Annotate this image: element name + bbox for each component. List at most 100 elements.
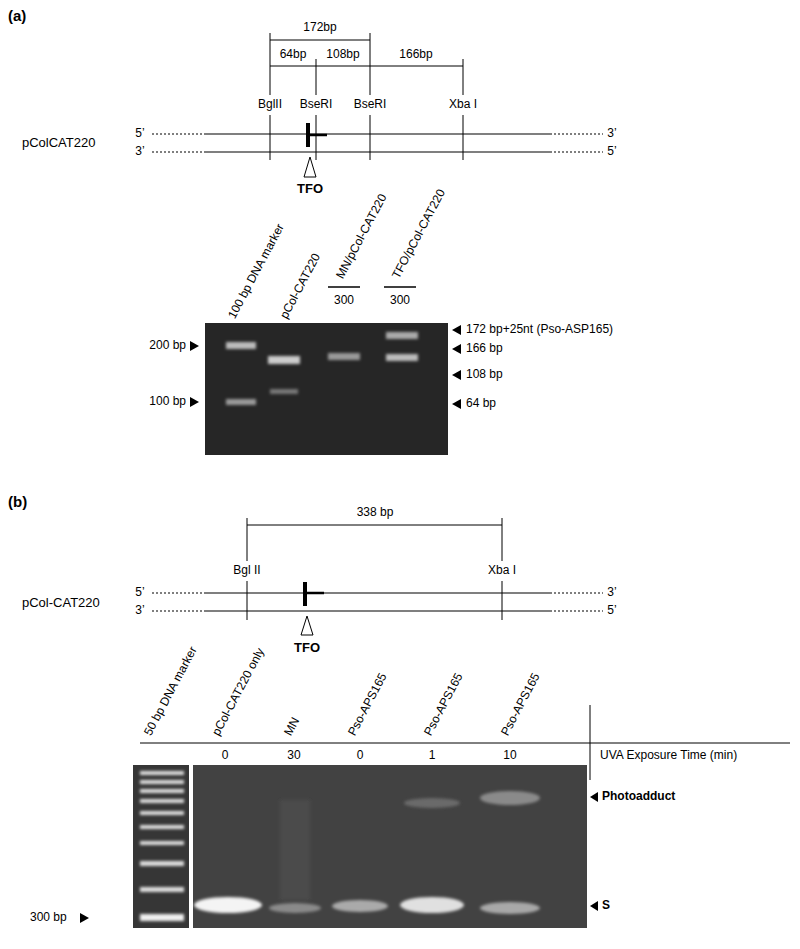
restriction-map [502,581,503,620]
restriction-map [316,59,317,95]
gel-image [140,861,184,866]
gel-image [226,342,256,349]
ladder-size: 300 bp [30,911,67,925]
restriction-map [370,115,371,160]
table-rule [590,705,591,780]
strand-end: 3’ [135,604,144,618]
panel-letter: (b) [8,493,27,510]
exposure-time: 0 [357,749,364,763]
pointer-arrow [452,370,461,380]
exposure-time: 1 [429,749,436,763]
gel-image [332,900,388,912]
pointer-arrow [590,901,598,911]
enzyme-label: Xba I [488,564,516,578]
tfo-label: TFO [297,182,323,197]
restriction-map [270,115,271,160]
dna-strand [550,592,603,593]
dna-strand [152,610,205,611]
dna-strand [205,133,550,134]
restriction-map [270,33,271,95]
dna-strand [152,593,603,611]
tfo-symbol [305,592,324,595]
band-label: Photoadduct [602,790,675,804]
gel-image [205,323,448,455]
gel-image [270,389,298,394]
axis-title: UVA Exposure Time (min) [600,749,737,763]
dna-strand [205,151,550,152]
band-label: S [602,899,610,913]
gel-image [140,914,184,921]
dimension-label: 172bp [303,21,336,35]
gel-image [133,765,587,928]
lane-value: 300 [334,294,354,308]
lane-label: MN [282,715,303,738]
dna-strand [550,133,603,134]
gel-image [140,887,184,892]
dna-strand [152,133,205,134]
dimension-label: 338 bp [357,506,394,520]
band-label: 108 bp [466,368,503,382]
gel-image [193,765,587,928]
pointer-arrow [452,344,461,354]
restriction-map [247,518,248,561]
gel-image [140,771,184,775]
restriction-map [463,115,464,160]
pointer-arrow [190,325,461,409]
gel-image [268,356,300,364]
gel-image [140,811,184,815]
dimension-label: 166bp [399,48,432,62]
pointer-arrow [190,397,199,407]
restriction-map [270,40,370,41]
dna-strand [550,610,603,611]
dna-strand [152,151,205,152]
gel-image [140,771,184,921]
gel-image [280,800,310,900]
gel-image [140,799,184,803]
gel-image [194,897,262,913]
lane-value: 300 [390,294,410,308]
restriction-map [270,66,463,67]
gel-image [140,789,184,793]
lane-bracket [328,286,416,288]
gel-image [226,332,418,405]
restriction-map [247,581,248,620]
gel-image [133,765,189,928]
gel-image [269,903,321,913]
gel-image [328,353,360,360]
band-label: 64 bp [466,397,496,411]
lane-label: Pso-APS165 [499,671,543,738]
strand-end: 3’ [607,586,616,600]
plasmid-name: pColCAT220 [22,136,95,151]
band-label: 172 bp+25nt (Pso-ASP165) [466,323,613,337]
restriction-map [502,518,503,561]
tfo-symbol [304,157,316,177]
dna-strand [152,592,205,593]
dna-strand [152,134,603,152]
lane-label: 100 bp DNA marker [226,222,288,322]
exposure-time: 30 [287,749,300,763]
gel-image [480,791,540,805]
strand-end: 5’ [135,127,144,141]
restriction-map [316,115,317,160]
pointer-arrow [80,792,598,923]
tfo-symbol [301,582,324,635]
lane-label: Pso-APS165 [346,671,390,738]
gel-image [480,902,540,914]
lane-label: MN/pCol-CAT220 [334,192,390,281]
strand-end: 5’ [607,604,616,618]
enzyme-label: BglII [258,98,282,112]
gel-image [140,825,184,829]
ladder-size: 200 bp [149,339,186,353]
gel-image [140,841,184,845]
dna-strand [550,151,603,152]
gel-image [226,399,256,405]
gel-image [140,780,184,784]
lane-bracket [384,286,416,288]
gel-image [400,897,464,913]
restriction-map [247,525,502,526]
restriction-map [247,518,502,620]
strand-end: 5’ [607,145,616,159]
pointer-arrow [452,325,461,335]
dimension-label: 108bp [326,48,359,62]
pointer-arrow [190,341,199,351]
